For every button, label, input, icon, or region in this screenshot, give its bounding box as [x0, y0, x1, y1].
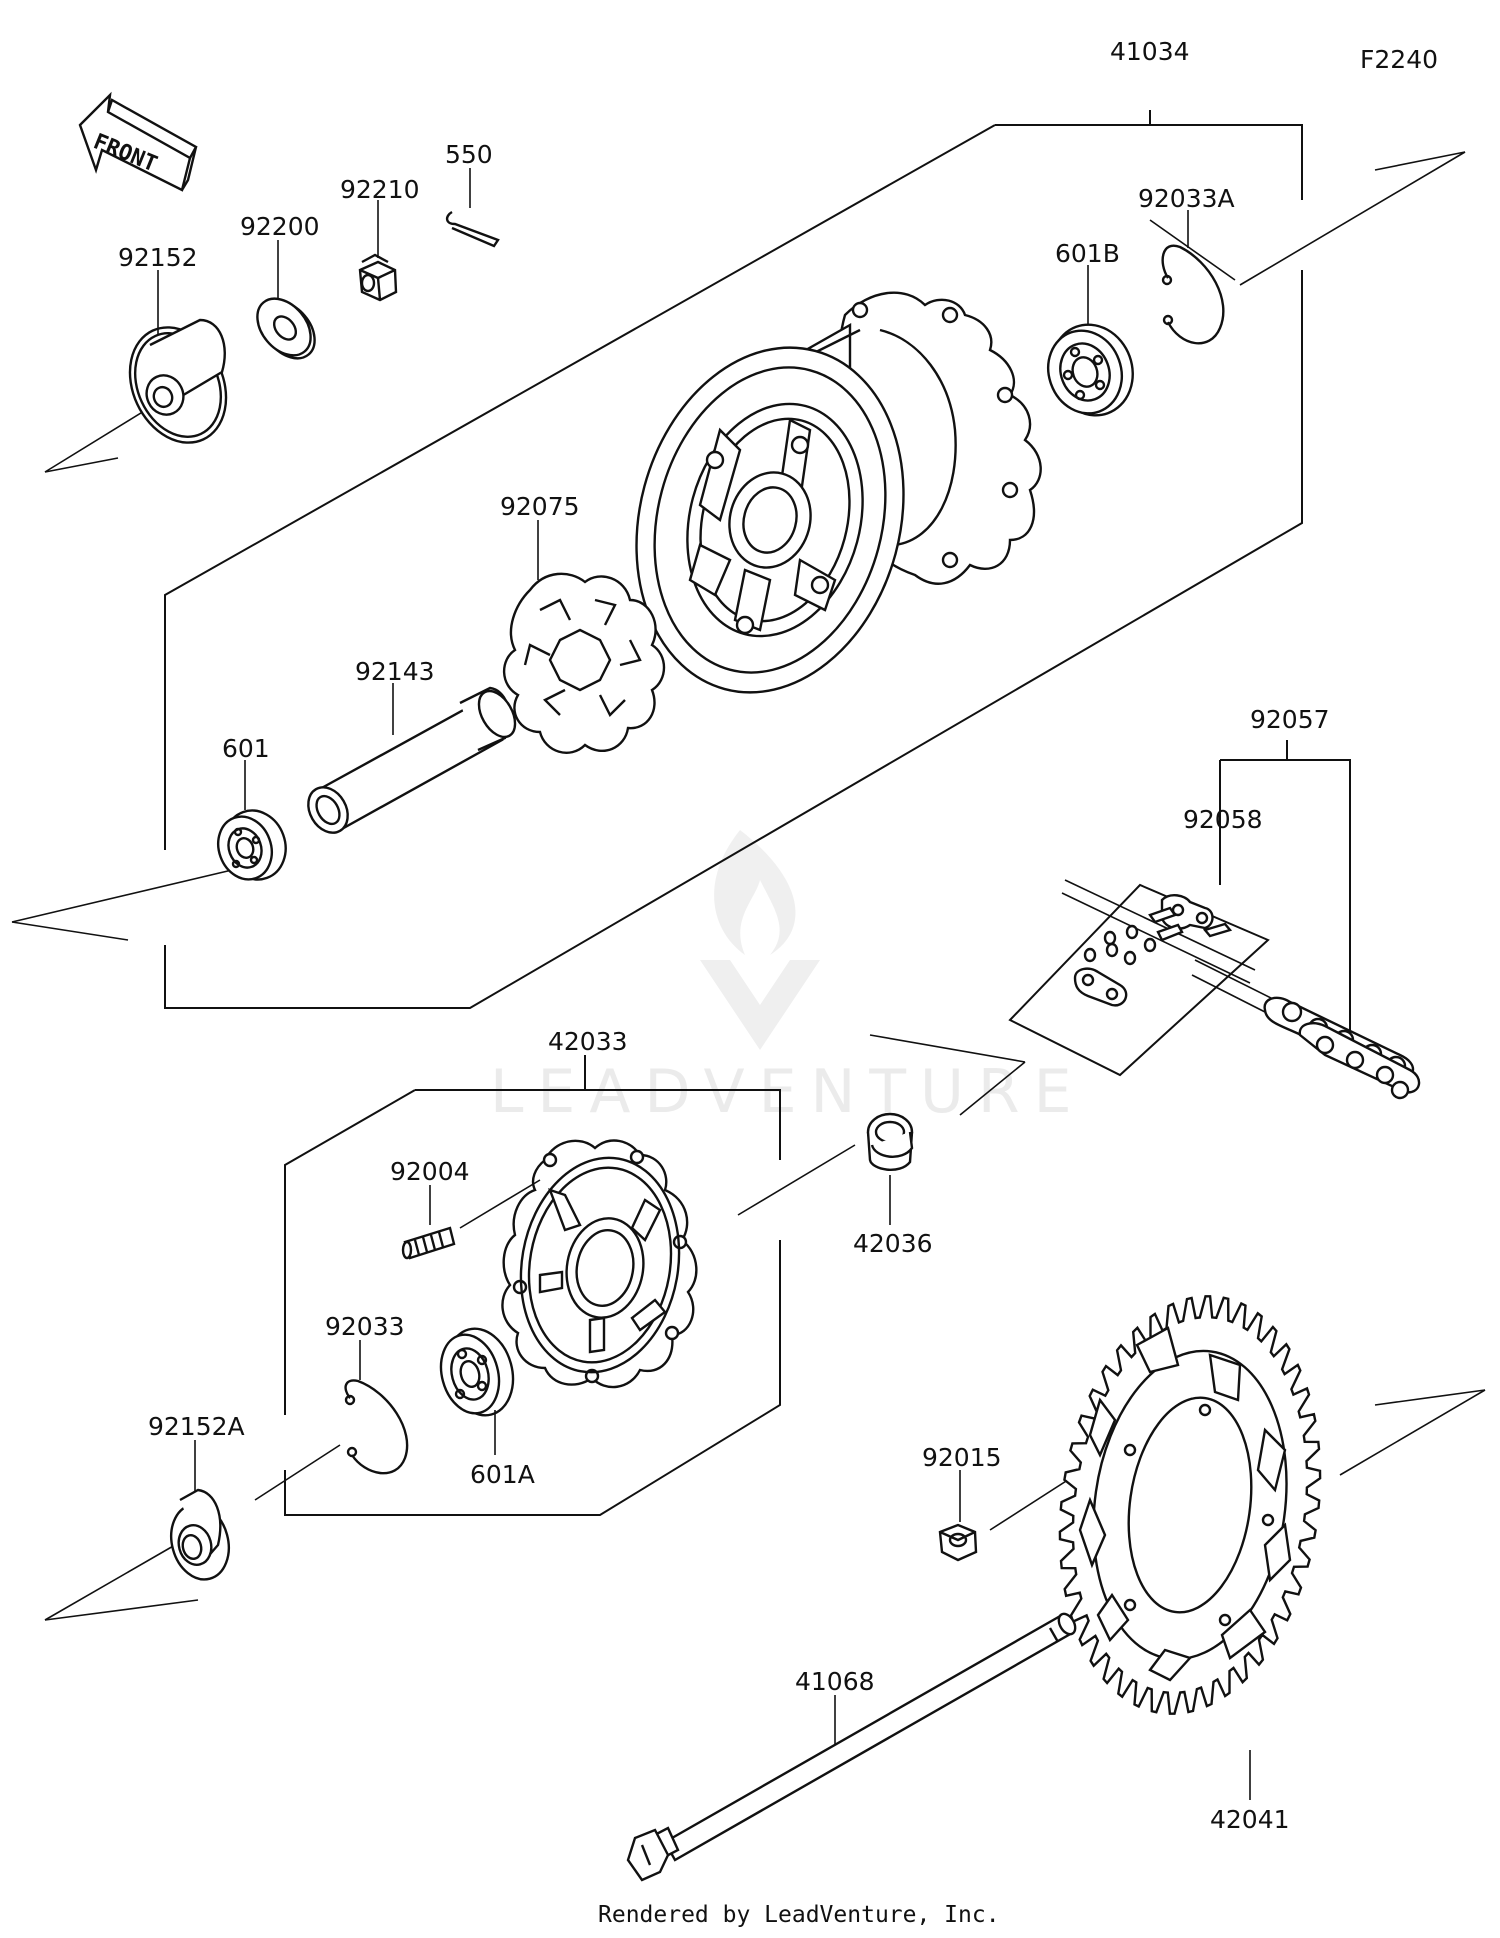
footer-credit: Rendered by LeadVenture, Inc. [598, 1902, 1000, 1928]
label-92004: 92004 [390, 1157, 470, 1186]
rear-sprocket-42041: 42041 [1058, 1295, 1322, 1834]
label-92200: 92200 [240, 212, 320, 241]
stud-92004: 92004 [390, 1157, 541, 1260]
figure-code: F2240 [1360, 45, 1438, 74]
label-92033a: 92033A [1138, 184, 1235, 213]
nut-92210: 92210 [340, 175, 420, 302]
rear-wheel-hub [635, 291, 1042, 694]
front-arrow-icon: FRONT [78, 91, 198, 192]
wheel-hub-group-bracket [164, 110, 1303, 1009]
label-92152: 92152 [118, 243, 198, 272]
upper-axis-lines [11, 151, 1486, 1621]
collar-92152: 92152 [118, 243, 228, 444]
watermark-text: LEADVENTURE [490, 1057, 1086, 1127]
lower-axis-lines [254, 1144, 856, 1501]
rear-axle-41068: 41068 [626, 1612, 1077, 1882]
bearing-601b: 601B [1047, 239, 1134, 417]
collar-92152a: 92152A [148, 1412, 245, 1581]
leadventure-watermark: LEADVENTURE [490, 830, 1086, 1127]
label-92152a: 92152A [148, 1412, 245, 1441]
circlip-92033a: 92033A [1138, 184, 1235, 345]
washer-92200: 92200 [240, 212, 320, 360]
label-601a: 601A [470, 1460, 535, 1489]
sprocket-coupling-hub [501, 1139, 698, 1389]
label-92015: 92015 [922, 1443, 1002, 1472]
label-92143: 92143 [355, 657, 435, 686]
label-42033: 42033 [548, 1027, 628, 1056]
label-42036: 42036 [853, 1229, 933, 1258]
label-550: 550 [445, 140, 493, 169]
sprocket-hub-group-bracket: 42033 [284, 1027, 781, 1516]
cotter-pin-550: 550 [445, 140, 500, 248]
label-92210: 92210 [340, 175, 420, 204]
label-601: 601 [222, 734, 270, 763]
label-92033: 92033 [325, 1312, 405, 1341]
bearing-601: 601 [217, 734, 287, 881]
hub-damper-92075: 92075 [500, 492, 666, 754]
label-92057: 92057 [1250, 705, 1330, 734]
label-601b: 601B [1055, 239, 1120, 268]
drive-chain-92057: 92057 92058 [1008, 705, 1421, 1100]
label-41068: 41068 [795, 1667, 875, 1696]
collar-42036: 42036 [853, 1112, 933, 1258]
circlip-92033: 92033 [325, 1312, 409, 1475]
label-92058: 92058 [1183, 805, 1263, 834]
collar-92143: 92143 [307, 657, 517, 834]
bearing-601a: 601A [439, 1327, 535, 1489]
label-42041: 42041 [1210, 1805, 1290, 1834]
label-92075: 92075 [500, 492, 580, 521]
label-41034: 41034 [1110, 37, 1190, 66]
